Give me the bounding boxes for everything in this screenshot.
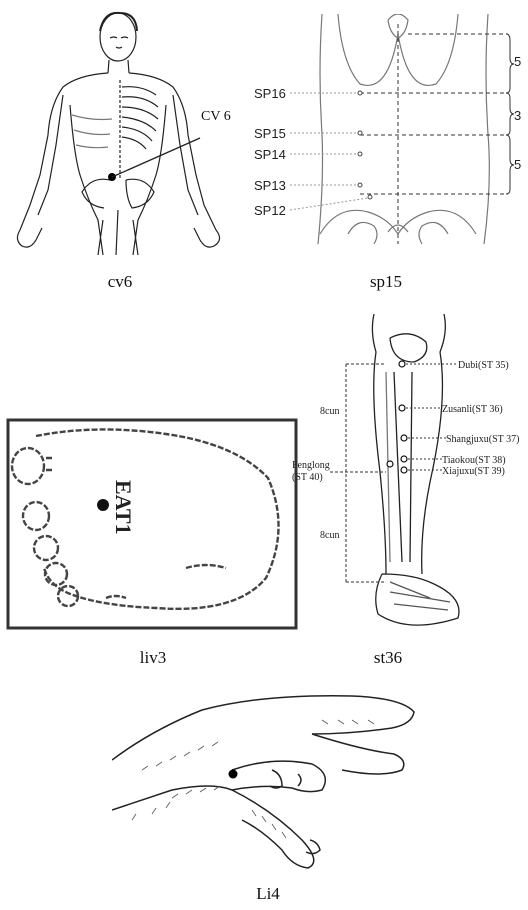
cun-label-upper: 8cun — [320, 406, 339, 417]
shangjuxu-label: Shangjuxu(ST 37) — [446, 434, 519, 445]
sp15-figure: 5 3 5 SP16 SP15 SP14 SP13 SP12 — [248, 14, 528, 254]
li4-illustration — [112, 690, 422, 870]
cv6-figure: CV 6 — [8, 5, 248, 255]
zusanli-label: Zusanli(ST 36) — [442, 404, 503, 415]
liv3-illustration: EAT1 — [6, 418, 298, 630]
sp15-caption: sp15 — [326, 272, 446, 292]
st36-figure: 8cun 8cun Fenglong (ST 40) Dubi(ST 35) Z… — [290, 312, 526, 640]
st36-caption: st36 — [328, 648, 448, 668]
dubi-label: Dubi(ST 35) — [458, 360, 509, 371]
li4-caption: Li4 — [208, 884, 328, 904]
measure-label-5-lower: 5 — [514, 157, 521, 172]
st36-illustration: 8cun 8cun Fenglong (ST 40) Dubi(ST 35) Z… — [290, 312, 526, 640]
sp14-label: SP14 — [254, 147, 286, 162]
liv3-figure: EAT1 — [6, 418, 298, 630]
foot-text: EAT1 — [111, 480, 136, 535]
sp15-illustration: 5 3 5 SP16 SP15 SP14 SP13 SP12 — [248, 14, 528, 254]
cv6-point-label: CV 6 — [201, 109, 231, 124]
fenglong-code-label: (ST 40) — [292, 472, 323, 483]
measure-label-3: 3 — [514, 108, 521, 123]
tiaokou-label: Tiaokou(ST 38) — [442, 455, 506, 466]
fenglong-label: Fenglong — [292, 460, 330, 471]
li4-figure — [112, 690, 422, 870]
cun-label-lower: 8cun — [320, 530, 339, 541]
cv6-illustration: CV 6 — [8, 5, 248, 255]
cv6-caption: cv6 — [60, 272, 180, 292]
sp16-label: SP16 — [254, 86, 286, 101]
xiajuxu-label: Xiajuxu(ST 39) — [442, 466, 505, 477]
sp12-label: SP12 — [254, 203, 286, 218]
liv3-caption: liv3 — [93, 648, 213, 668]
measure-label-5-upper: 5 — [514, 54, 521, 69]
sp13-label: SP13 — [254, 178, 286, 193]
sp15-label: SP15 — [254, 126, 286, 141]
